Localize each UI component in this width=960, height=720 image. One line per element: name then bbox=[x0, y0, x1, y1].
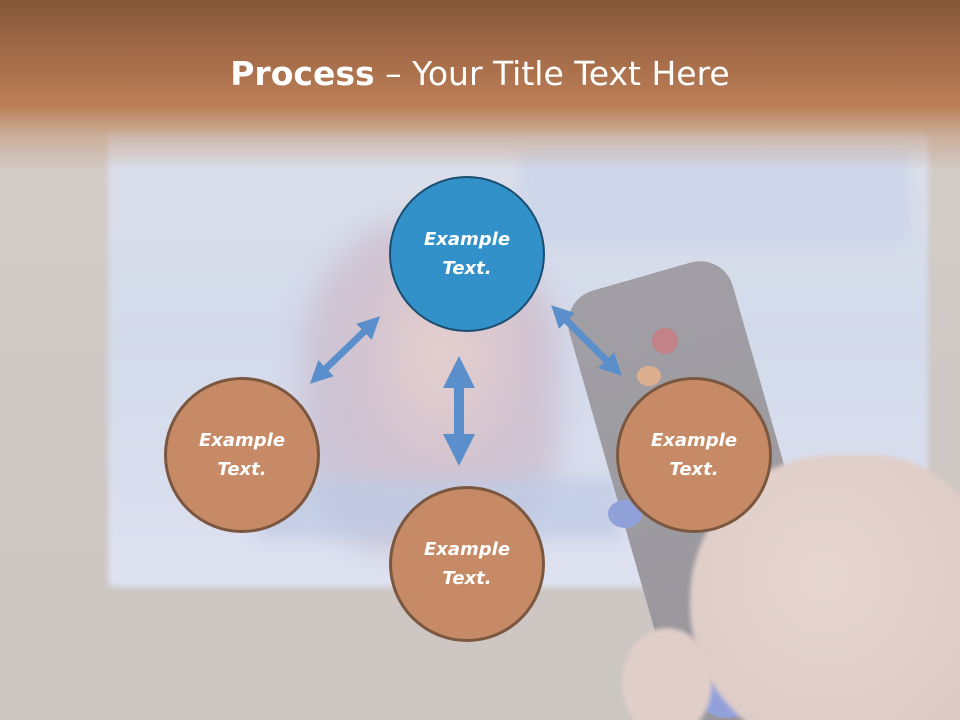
arrow-top-left bbox=[309, 316, 381, 384]
process-node-top[interactable]: Example Text. bbox=[389, 176, 545, 332]
process-node-right[interactable]: Example Text. bbox=[616, 377, 772, 533]
remote-orange-button bbox=[637, 366, 661, 386]
remote-power-button bbox=[652, 328, 678, 354]
title-bar bbox=[0, 0, 960, 170]
process-node-top-text: Example Text. bbox=[423, 229, 511, 279]
page-title: Process – Your Title Text Here bbox=[0, 52, 960, 96]
process-node-bottom[interactable]: Example Text. bbox=[389, 486, 545, 642]
process-node-right-text: Example Text. bbox=[650, 430, 738, 480]
process-node-left[interactable]: Example Text. bbox=[164, 377, 320, 533]
process-node-bottom-text: Example Text. bbox=[423, 539, 511, 589]
process-node-left-text: Example Text. bbox=[198, 430, 286, 480]
arrow-top-right bbox=[551, 305, 622, 376]
thumb-blur bbox=[622, 628, 712, 720]
title-rest-part: – Your Title Text Here bbox=[374, 54, 730, 93]
title-bold-part: Process bbox=[230, 54, 375, 93]
